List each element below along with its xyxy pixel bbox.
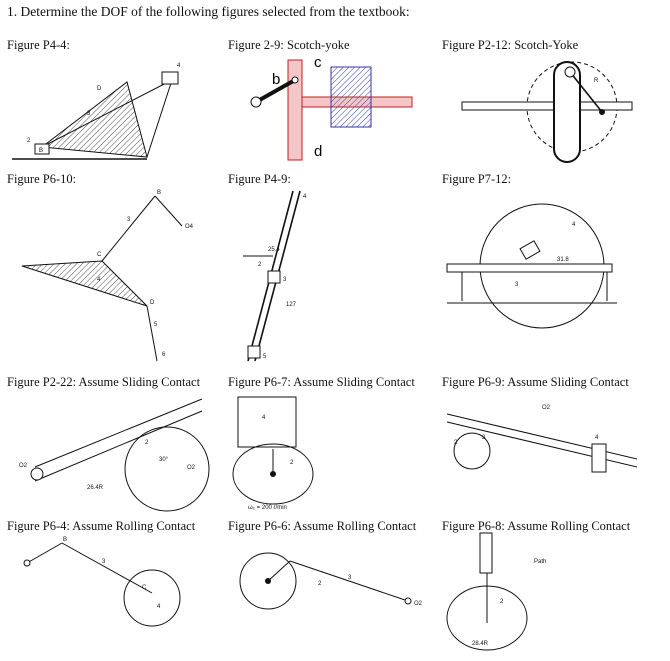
figure-p6-7: Figure P6-7: Assume Sliding Contact 4 2 … <box>228 375 443 515</box>
figure-caption: Figure P6-9: Assume Sliding Contact <box>442 375 629 389</box>
label-4: 4 <box>595 435 599 441</box>
label-3: 3 <box>482 435 486 441</box>
label-127: 127 <box>286 302 297 308</box>
label-4: 4 <box>177 63 181 69</box>
figure-caption: Figure P6-8: Assume Rolling Contact <box>442 519 631 533</box>
figure-caption: Figure P6-6: Assume Rolling Contact <box>228 519 417 533</box>
figure-p6-9: Figure P6-9: Assume Sliding Contact 4 2 … <box>442 375 657 515</box>
figure-caption: Figure 2-9: Scotch-yoke <box>228 38 350 52</box>
label-b: B <box>63 537 67 543</box>
label-d: D <box>97 86 102 92</box>
label-c: C <box>97 252 102 258</box>
label-3: 3 <box>348 575 352 581</box>
figure-p2-22: Figure P2-22: Assume Sliding Contact O2 … <box>7 375 222 515</box>
label-4: 4 <box>157 604 161 610</box>
label-2: 2 <box>500 599 504 605</box>
linkage-drawing: D 3 4 2 B <box>12 63 181 160</box>
figure-caption: Figure P6-4: Assume Rolling Contact <box>7 519 196 533</box>
sliding-contact-drawing: O2 2 30° O2 26.4R <box>19 398 210 512</box>
label-o2: O2 <box>19 463 28 469</box>
label-3: 3 <box>127 217 131 223</box>
label-d: d <box>314 143 322 160</box>
rolling-contact-drawing: B 3 C 4 <box>23 537 181 627</box>
label-4: 4 <box>262 415 266 421</box>
question-text: 1. Determine the DOF of the following fi… <box>7 4 410 19</box>
label-4: 4 <box>572 222 576 228</box>
label-b: b <box>272 71 280 88</box>
linkage-drawing: 25.4 2 3 127 4 5 <box>243 190 307 362</box>
figure-p6-10: Figure P6-10: B 3 C 4 O4 D 5 6 <box>7 172 222 372</box>
figure-2-9: Figure 2-9: Scotch-yoke b c d <box>228 38 443 170</box>
figure-caption: Figure P6-7: Assume Sliding Contact <box>228 375 415 389</box>
label-2: 2 <box>290 460 294 466</box>
figure-p7-12: Figure P7-12: 4 31.8 3 <box>442 172 657 372</box>
figure-p4-4: Figure P4-4: D 3 4 2 B <box>7 38 222 170</box>
label-r: R <box>594 78 599 84</box>
label-4: 4 <box>97 277 101 283</box>
label-c: c <box>314 54 322 71</box>
label-3: 3 <box>283 277 287 283</box>
label-d: D <box>150 300 155 306</box>
linkage-drawing: B 3 C 4 O4 D 5 6 <box>21 190 194 362</box>
label-4: 4 <box>303 194 307 200</box>
scotch-yoke-drawing-2: R <box>461 61 633 163</box>
label-25-4: 25.4 <box>268 247 280 253</box>
label-b: B <box>39 148 43 154</box>
figure-p6-6: Figure P6-6: Assume Rolling Contact 3 2 … <box>228 519 443 659</box>
label-2: 2 <box>454 440 458 446</box>
figure-caption: Figure P7-12: <box>442 172 512 186</box>
label-3: 3 <box>515 282 519 288</box>
label-2: 2 <box>145 440 149 446</box>
figure-p2-12: Figure P2-12: Scotch-Yoke R <box>442 38 657 170</box>
label-3: 3 <box>102 559 106 565</box>
label-path: Path <box>534 559 546 565</box>
figure-caption: Figure P2-12: Scotch-Yoke <box>442 38 579 52</box>
figure-p6-8: Figure P6-8: Assume Rolling Contact Path… <box>442 519 657 659</box>
label-6: 6 <box>162 352 166 358</box>
label-b: B <box>157 190 161 196</box>
label-c: C <box>142 585 147 591</box>
label-omega2: ω₂ = 200 r/min <box>248 505 287 511</box>
label-3: 3 <box>87 111 91 117</box>
sliding-contact-drawing: 4 2 3 O2 <box>446 405 638 473</box>
label-30: 30° <box>159 457 169 463</box>
label-26-4r: 26.4R <box>87 485 104 491</box>
figure-caption: Figure P4-9: <box>228 172 291 186</box>
label-o2: O2 <box>414 601 423 607</box>
figure-p4-9: Figure P4-9: 25.4 2 3 127 4 5 <box>228 172 443 372</box>
figure-caption: Figure P4-4: <box>7 38 70 52</box>
figure-caption: Figure P6-10: <box>7 172 77 186</box>
label-o2-b: O2 <box>187 465 196 471</box>
label-28-4r: 28.4R <box>472 641 489 647</box>
label-2: 2 <box>318 581 322 587</box>
label-o4: O4 <box>185 224 194 230</box>
label-2: 2 <box>258 262 262 268</box>
label-31-8: 31.8 <box>557 257 569 263</box>
cam-drawing: 4 31.8 3 <box>446 203 617 329</box>
sliding-contact-drawing: 4 2 ω₂ = 200 r/min <box>232 396 314 511</box>
scotch-yoke-drawing: b c d <box>250 54 413 161</box>
rolling-contact-drawing: 3 2 O2 <box>239 552 423 610</box>
label-5: 5 <box>154 322 158 328</box>
label-o2: O2 <box>542 405 551 411</box>
rolling-contact-drawing: Path 2 28.4R <box>446 532 546 651</box>
label-5: 5 <box>263 354 267 360</box>
figure-caption: Figure P2-22: Assume Sliding Contact <box>7 375 201 389</box>
label-2: 2 <box>27 138 31 144</box>
figure-p6-4: Figure P6-4: Assume Rolling Contact B 3 … <box>7 519 222 659</box>
